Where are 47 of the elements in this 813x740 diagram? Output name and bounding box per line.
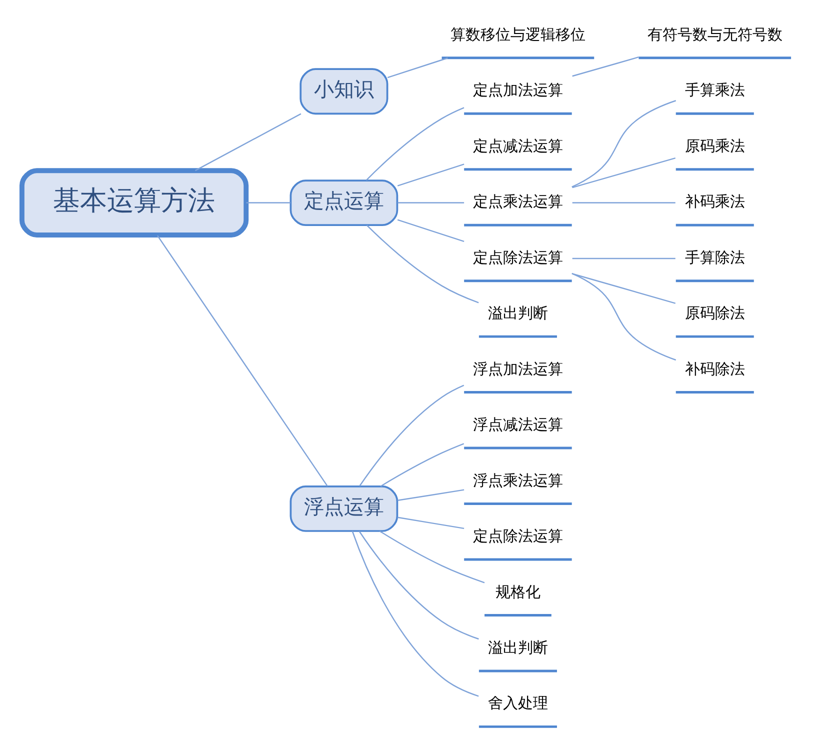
node-text: 浮点加法运算 — [472, 360, 563, 378]
connector — [572, 56, 639, 77]
node-text: 原码除法 — [684, 304, 745, 322]
node-text: 定点除法运算 — [472, 248, 563, 266]
node-text: 算数移位与逻辑移位 — [450, 25, 586, 44]
node-text: 补码除法 — [684, 360, 745, 378]
node-text: 手算除法 — [684, 248, 745, 266]
node-box: 基本运算方法 — [19, 168, 249, 238]
connector — [379, 530, 485, 584]
connector — [572, 202, 676, 204]
connector — [572, 100, 676, 188]
connector — [194, 113, 302, 172]
connector — [397, 219, 464, 242]
node-text: 手算乘法 — [684, 81, 745, 100]
node-text: 有符号数与无符号数 — [647, 25, 782, 44]
node-box: 定点运算 — [290, 180, 398, 226]
connector — [398, 516, 464, 530]
node-box: 浮点运算 — [290, 485, 398, 532]
node-text: 规格化 — [495, 582, 540, 601]
connector — [359, 384, 464, 486]
connector — [380, 443, 464, 487]
connector — [397, 164, 464, 186]
node-text: 补码乘法 — [684, 192, 745, 211]
connector — [572, 157, 676, 188]
connector — [572, 272, 676, 361]
connector — [572, 273, 676, 304]
node-text: 定点加法运算 — [472, 81, 563, 100]
connector — [387, 57, 448, 78]
connector — [358, 530, 479, 640]
node-text: 原码乘法 — [684, 136, 745, 155]
node-text: 浮点减法运算 — [472, 416, 563, 434]
node-text: 溢出判断 — [488, 304, 548, 322]
connector — [398, 202, 464, 204]
node-text: 定点乘法运算 — [472, 192, 563, 211]
node-box: 小知识 — [300, 68, 388, 115]
node-text: 定点除法运算 — [472, 527, 563, 546]
connector — [156, 235, 328, 486]
connector — [352, 530, 479, 697]
node-text: 浮点乘法运算 — [472, 471, 563, 490]
connector — [572, 258, 676, 260]
node-text: 定点减法运算 — [472, 136, 563, 155]
node-text: 溢出判断 — [488, 638, 548, 656]
connector — [366, 107, 464, 181]
connector — [366, 224, 479, 304]
connector — [398, 489, 464, 501]
connector — [246, 202, 290, 204]
node-text: 舍入处理 — [488, 694, 548, 712]
